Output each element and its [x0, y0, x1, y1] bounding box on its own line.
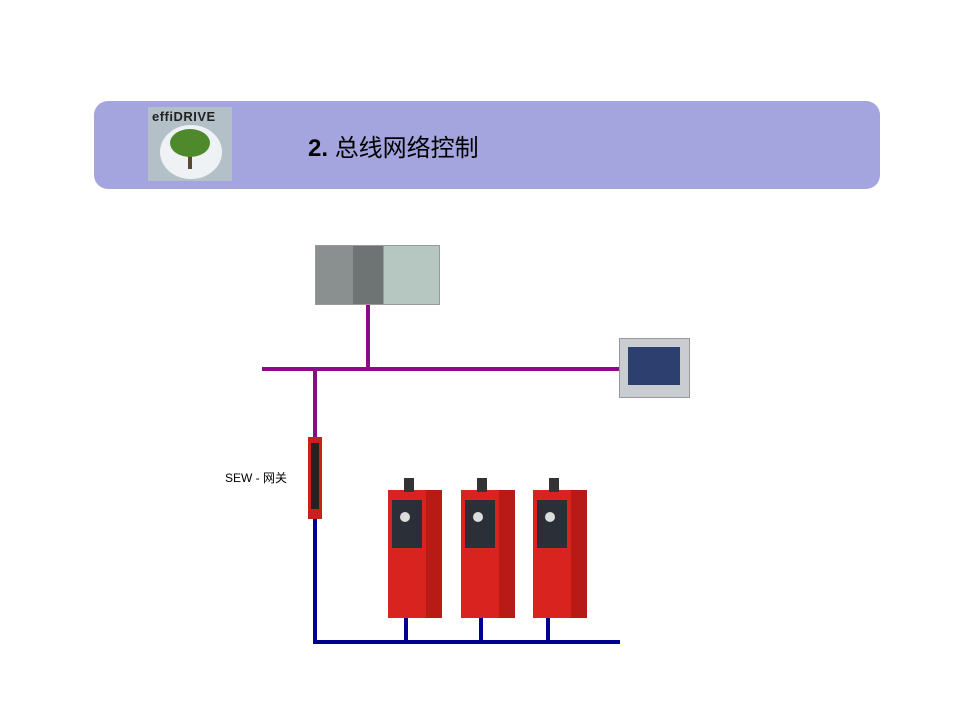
plc-drop-line — [366, 283, 370, 371]
drive-3-line — [546, 618, 550, 642]
hmi-touch-panel — [619, 338, 690, 398]
sew-gateway-device — [308, 437, 322, 519]
gateway-upper-line — [313, 369, 317, 437]
logo-text: effiDRIVE — [152, 109, 216, 124]
effidrive-logo: effiDRIVE — [148, 107, 232, 181]
tree-icon — [170, 129, 210, 157]
plc-device — [315, 245, 440, 305]
drive-2 — [461, 478, 515, 618]
lower-bus-line — [313, 640, 620, 644]
drive-2-line — [479, 618, 483, 642]
drive-1 — [388, 478, 442, 618]
upper-bus-line — [262, 367, 620, 371]
gateway-label: SEW - 网关 — [225, 471, 287, 485]
page-title: 2. 总线网络控制 — [308, 135, 479, 162]
drive-3 — [533, 478, 587, 618]
gateway-lower-line — [313, 519, 317, 644]
drive-1-line — [404, 618, 408, 642]
